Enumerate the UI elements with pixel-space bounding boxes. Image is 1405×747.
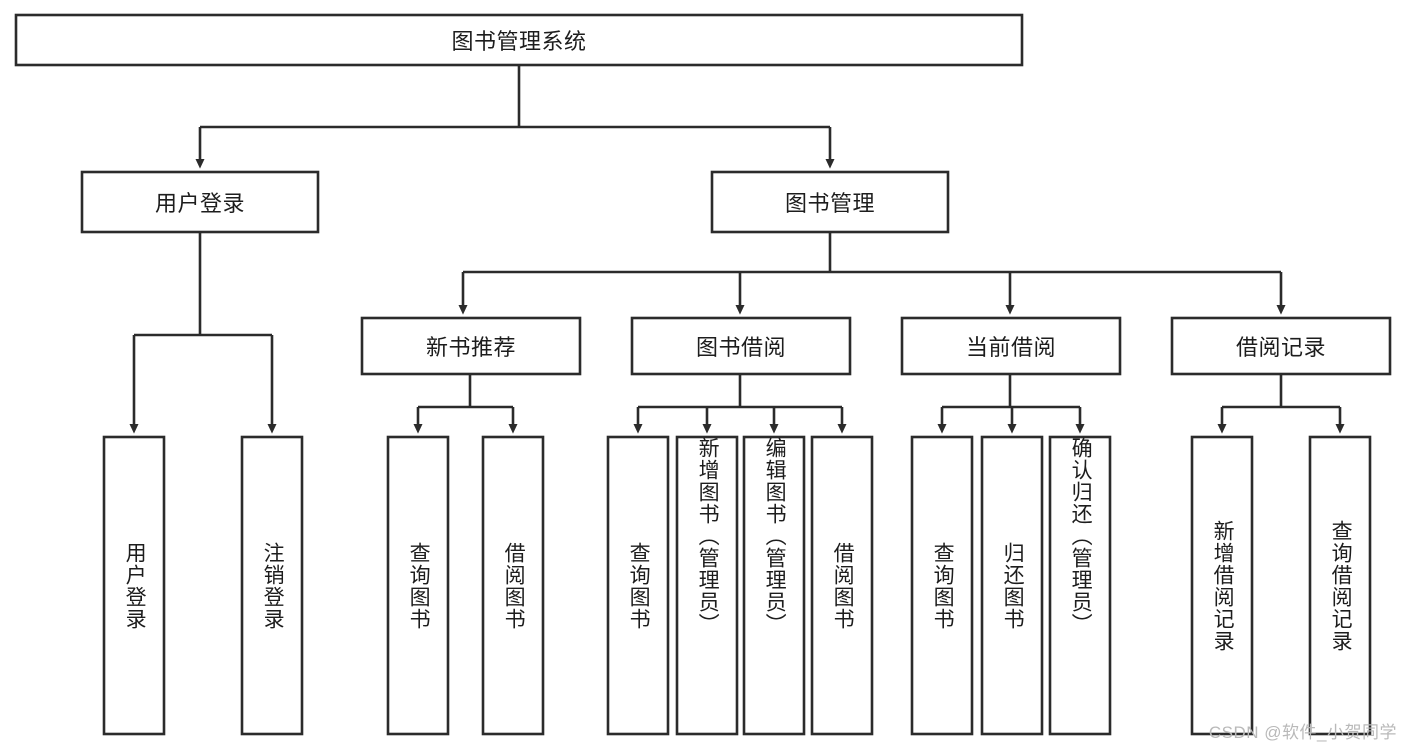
node-box-leaf-borrow-book-2 — [810, 435, 874, 736]
node-box-book-manage — [710, 170, 950, 234]
node-box-leaf-return-book — [980, 435, 1044, 736]
node-box-leaf-borrow-book-1 — [481, 435, 545, 736]
node-box-leaf-edit-book — [742, 435, 806, 736]
node-box-leaf-add-book — [675, 435, 739, 736]
node-box-leaf-user-login — [102, 435, 166, 736]
node-box-root — [14, 13, 1024, 67]
node-box-leaf-query-book-2 — [606, 435, 670, 736]
node-box-leaf-user-logout — [240, 435, 304, 736]
csdn-watermark: CSDN @软件_小贺同学 — [1208, 723, 1397, 742]
node-box-leaf-query-record — [1308, 435, 1372, 736]
node-box-book-borrow — [630, 316, 852, 376]
node-box-current-borrow — [900, 316, 1122, 376]
node-box-leaf-query-book-1 — [386, 435, 450, 736]
node-box-new-book-recommend — [360, 316, 582, 376]
node-box-leaf-query-book-3 — [910, 435, 974, 736]
node-box-borrow-record — [1170, 316, 1392, 376]
node-box-leaf-add-record — [1190, 435, 1254, 736]
node-box-user-login — [80, 170, 320, 234]
node-box-leaf-confirm-return — [1048, 435, 1112, 736]
